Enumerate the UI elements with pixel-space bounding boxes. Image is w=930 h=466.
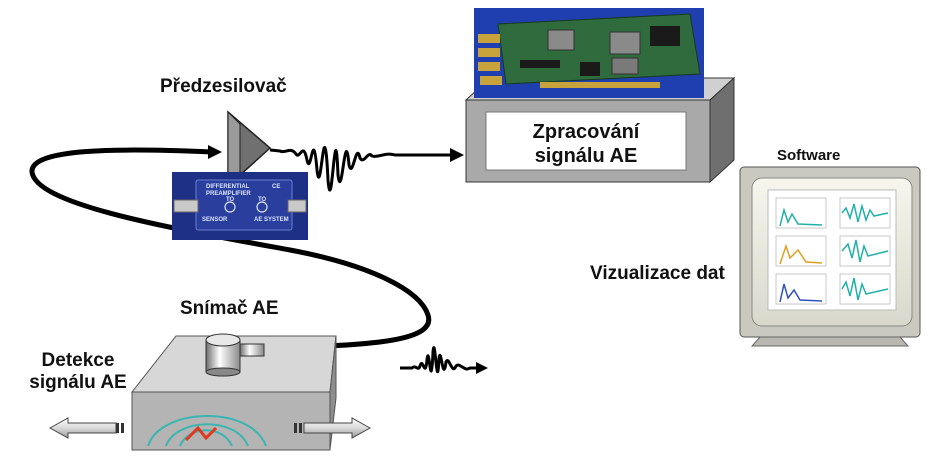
cable-arrowhead [208,145,222,159]
processing-label-line2: signálu AE [534,145,638,167]
detection-label-line2: signálu AE [29,372,127,393]
preamp-photo-line2: PREAMPLIFIER [206,191,251,197]
preamp-photo-left-label: SENSOR [202,217,228,223]
preamp-photo-right-label: AE SYSTEM [254,217,289,223]
right-stress-arrow [294,417,372,439]
ae-sensor [205,333,265,377]
preamp-photo-ce: CE [272,184,280,190]
software-label: Software [777,147,841,164]
crack [184,425,218,442]
signal-cable [29,147,432,351]
processing-label-line1: Zpracování [532,121,640,143]
visualization-label: Vizualizace dat [590,263,725,284]
raw-ae-signal-wave [400,346,488,374]
preamplifier-photo: DIFFERENTIAL PREAMPLIFIER CE TO TO SENSO… [172,172,308,240]
amplified-signal-wave [269,146,464,192]
detection-label-line1: Detekce [41,350,115,371]
processing-label: Zpracování signálu AE [486,120,686,168]
preamplifier-label: Předzesilovač [160,76,287,97]
left-stress-arrow [48,417,124,439]
monitor [739,166,921,347]
daq-board-photo [474,8,704,98]
detection-label: Detekce signálu AE [22,350,134,394]
preamp-photo-left-to: TO [226,197,235,203]
sensor-label: Snímač AE [180,298,279,319]
preamp-photo-right-to: TO [258,197,267,203]
preamp-photo-line1: DIFFERENTIAL [206,184,250,190]
